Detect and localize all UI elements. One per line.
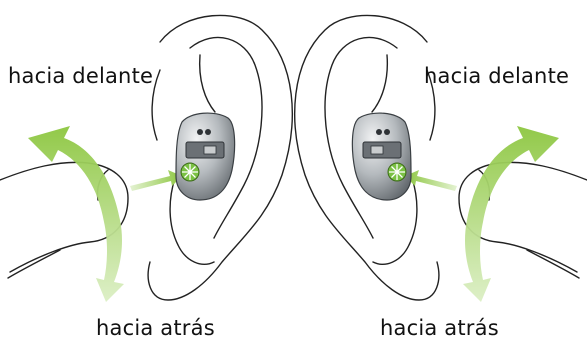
left-hearing-aid-icon (175, 112, 236, 201)
right-ear-outline-icon (294, 14, 440, 301)
left-rotation-arrow-icon (28, 126, 124, 302)
left-ear-outline-icon (147, 14, 293, 301)
left-pointer-arrow-icon (130, 170, 182, 191)
right-volume-wheel-icon (387, 162, 407, 182)
label-forward-left: hacia delante (8, 64, 154, 88)
left-volume-wheel-icon (180, 162, 200, 182)
right-rotation-arrow-icon (463, 126, 559, 302)
right-pointer-arrow-icon (405, 170, 457, 191)
right-hearing-aid-icon (351, 112, 412, 201)
label-back-left: hacia atrás (96, 316, 215, 340)
label-back-right: hacia atrás (380, 316, 499, 340)
label-forward-right: hacia delante (424, 64, 570, 88)
